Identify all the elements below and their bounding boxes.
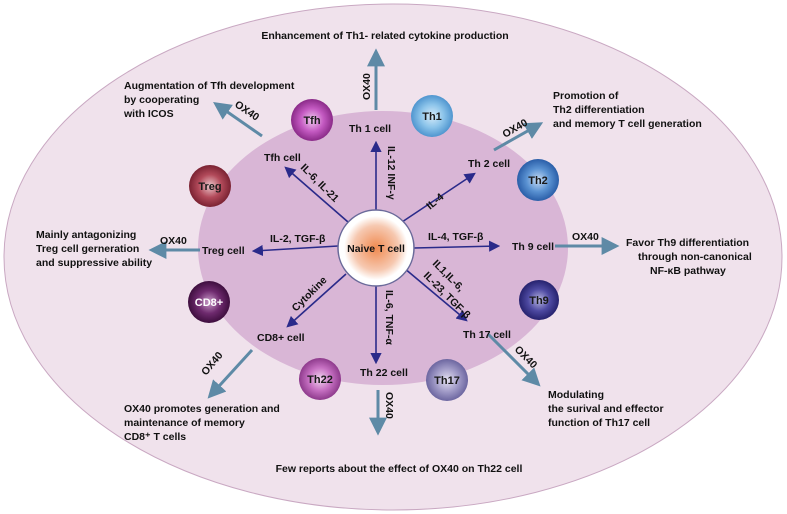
effect-th2: Promotion of Th2 differentiation and mem… <box>553 90 702 130</box>
cell-th2: Th2 <box>517 159 559 201</box>
cell-th2-label: Th2 <box>528 175 548 187</box>
th1-cytokine: IL-12 INF-γ <box>385 146 397 200</box>
ox40-label-th1: OX40 <box>361 73 373 100</box>
th9-cytokine: IL-4, TGF-β <box>428 231 484 243</box>
effect-th17: Modulating the surival and effector func… <box>548 389 664 429</box>
ox40-label-th22: OX40 <box>383 392 395 419</box>
effect-th9: Favor Th9 differentiation through non-ca… <box>626 237 752 277</box>
arrow-to-th2 <box>401 172 476 223</box>
arrow-to-treg <box>251 244 339 257</box>
effect-th1: Enhancement of Th1- related cytokine pro… <box>261 30 508 42</box>
outer-arrows <box>148 48 620 436</box>
svg-text:Th2 differentiation: Th2 differentiation <box>553 104 645 116</box>
cell-th9: Th9 <box>519 280 559 320</box>
th22-cytokine: IL-6, TNF-α <box>383 290 395 345</box>
cell-th9-label: Th9 <box>529 295 549 307</box>
effect-tfh: Augmentation of Tfh development by coope… <box>123 80 295 120</box>
arrow-to-cd8 <box>286 273 347 328</box>
naive-t-cell: Naive T cell <box>337 209 415 287</box>
ox40-arrow-tfh <box>213 101 263 138</box>
inner-arrows <box>251 140 501 365</box>
th22-cell-label: Th 22 cell <box>360 367 408 379</box>
svg-text:Promotion of: Promotion of <box>553 90 619 102</box>
svg-text:the surival and effector: the surival and effector <box>548 403 664 415</box>
effect-treg: Mainly antagonizing Treg cell gerneratio… <box>36 229 152 269</box>
arrow-to-th17 <box>403 267 468 322</box>
cell-tfh-label: Tfh <box>303 115 320 127</box>
cell-treg-label: Treg <box>198 181 221 193</box>
svg-text:maintenance of memory: maintenance of memory <box>124 417 245 429</box>
svg-text:Mainly antagonizing: Mainly antagonizing <box>36 229 136 241</box>
ox40-arrow-th17 <box>486 332 541 387</box>
arrow-to-tfh <box>284 166 349 223</box>
effect-th22: Few reports about the effect of OX40 on … <box>276 463 523 475</box>
svg-text:through non-canonical: through non-canonical <box>638 251 752 263</box>
svg-text:NF-κB pathway: NF-κB pathway <box>650 265 726 277</box>
svg-text:and suppressive ability: and suppressive ability <box>36 257 152 269</box>
cell-th1: Th1 <box>411 95 453 137</box>
svg-text:with ICOS: with ICOS <box>123 108 174 120</box>
svg-text:function of Th17 cell: function of Th17 cell <box>548 417 650 429</box>
cell-treg: Treg <box>189 165 231 207</box>
th1-cell-label: Th 1 cell <box>349 123 391 135</box>
cell-cd8-label: CD8+ <box>195 297 223 309</box>
ox40-label-th9: OX40 <box>572 231 599 243</box>
cell-th22: Th22 <box>299 358 341 400</box>
cell-th22-label: Th22 <box>307 374 333 386</box>
cell-th17: Th17 <box>426 359 468 401</box>
svg-text:Modulating: Modulating <box>548 389 604 401</box>
cell-th1-label: Th1 <box>422 111 442 123</box>
tfh-cell-label: Tfh cell <box>264 152 301 164</box>
svg-text:Treg cell gerneration: Treg cell gerneration <box>36 243 139 255</box>
th2-cell-label: Th 2 cell <box>468 158 510 170</box>
svg-text:Favor Th9 differentiation: Favor Th9 differentiation <box>626 237 749 249</box>
cd8-cell-label: CD8+ cell <box>257 332 305 344</box>
treg-cell-label: Treg cell <box>202 245 245 257</box>
arrow-to-th9 <box>413 240 501 252</box>
ox40-arrow-cd8 <box>207 348 254 399</box>
svg-text:OX40 promotes generation and: OX40 promotes generation and <box>124 403 280 415</box>
svg-text:and memory T cell generation: and memory T cell generation <box>553 118 702 130</box>
cell-cd8: CD8+ <box>188 281 230 323</box>
naive-t-cell-label: Naive T cell <box>347 243 405 255</box>
svg-text:CD8⁺ T cells: CD8⁺ T cells <box>124 431 186 443</box>
th9-cell-label: Th 9 cell <box>512 241 554 253</box>
cell-th17-label: Th17 <box>434 375 460 387</box>
th17-cell-label: Th 17 cell <box>463 329 511 341</box>
effect-cd8: OX40 promotes generation and maintenance… <box>124 403 280 443</box>
svg-text:by cooperating: by cooperating <box>124 94 199 106</box>
treg-cytokine: IL-2, TGF-β <box>270 233 326 245</box>
ox40-arrow-th2 <box>493 122 544 152</box>
ox40-label-treg: OX40 <box>160 235 187 247</box>
svg-text:Augmentation of Tfh developmen: Augmentation of Tfh development <box>124 80 295 92</box>
cell-tfh: Tfh <box>291 99 333 141</box>
